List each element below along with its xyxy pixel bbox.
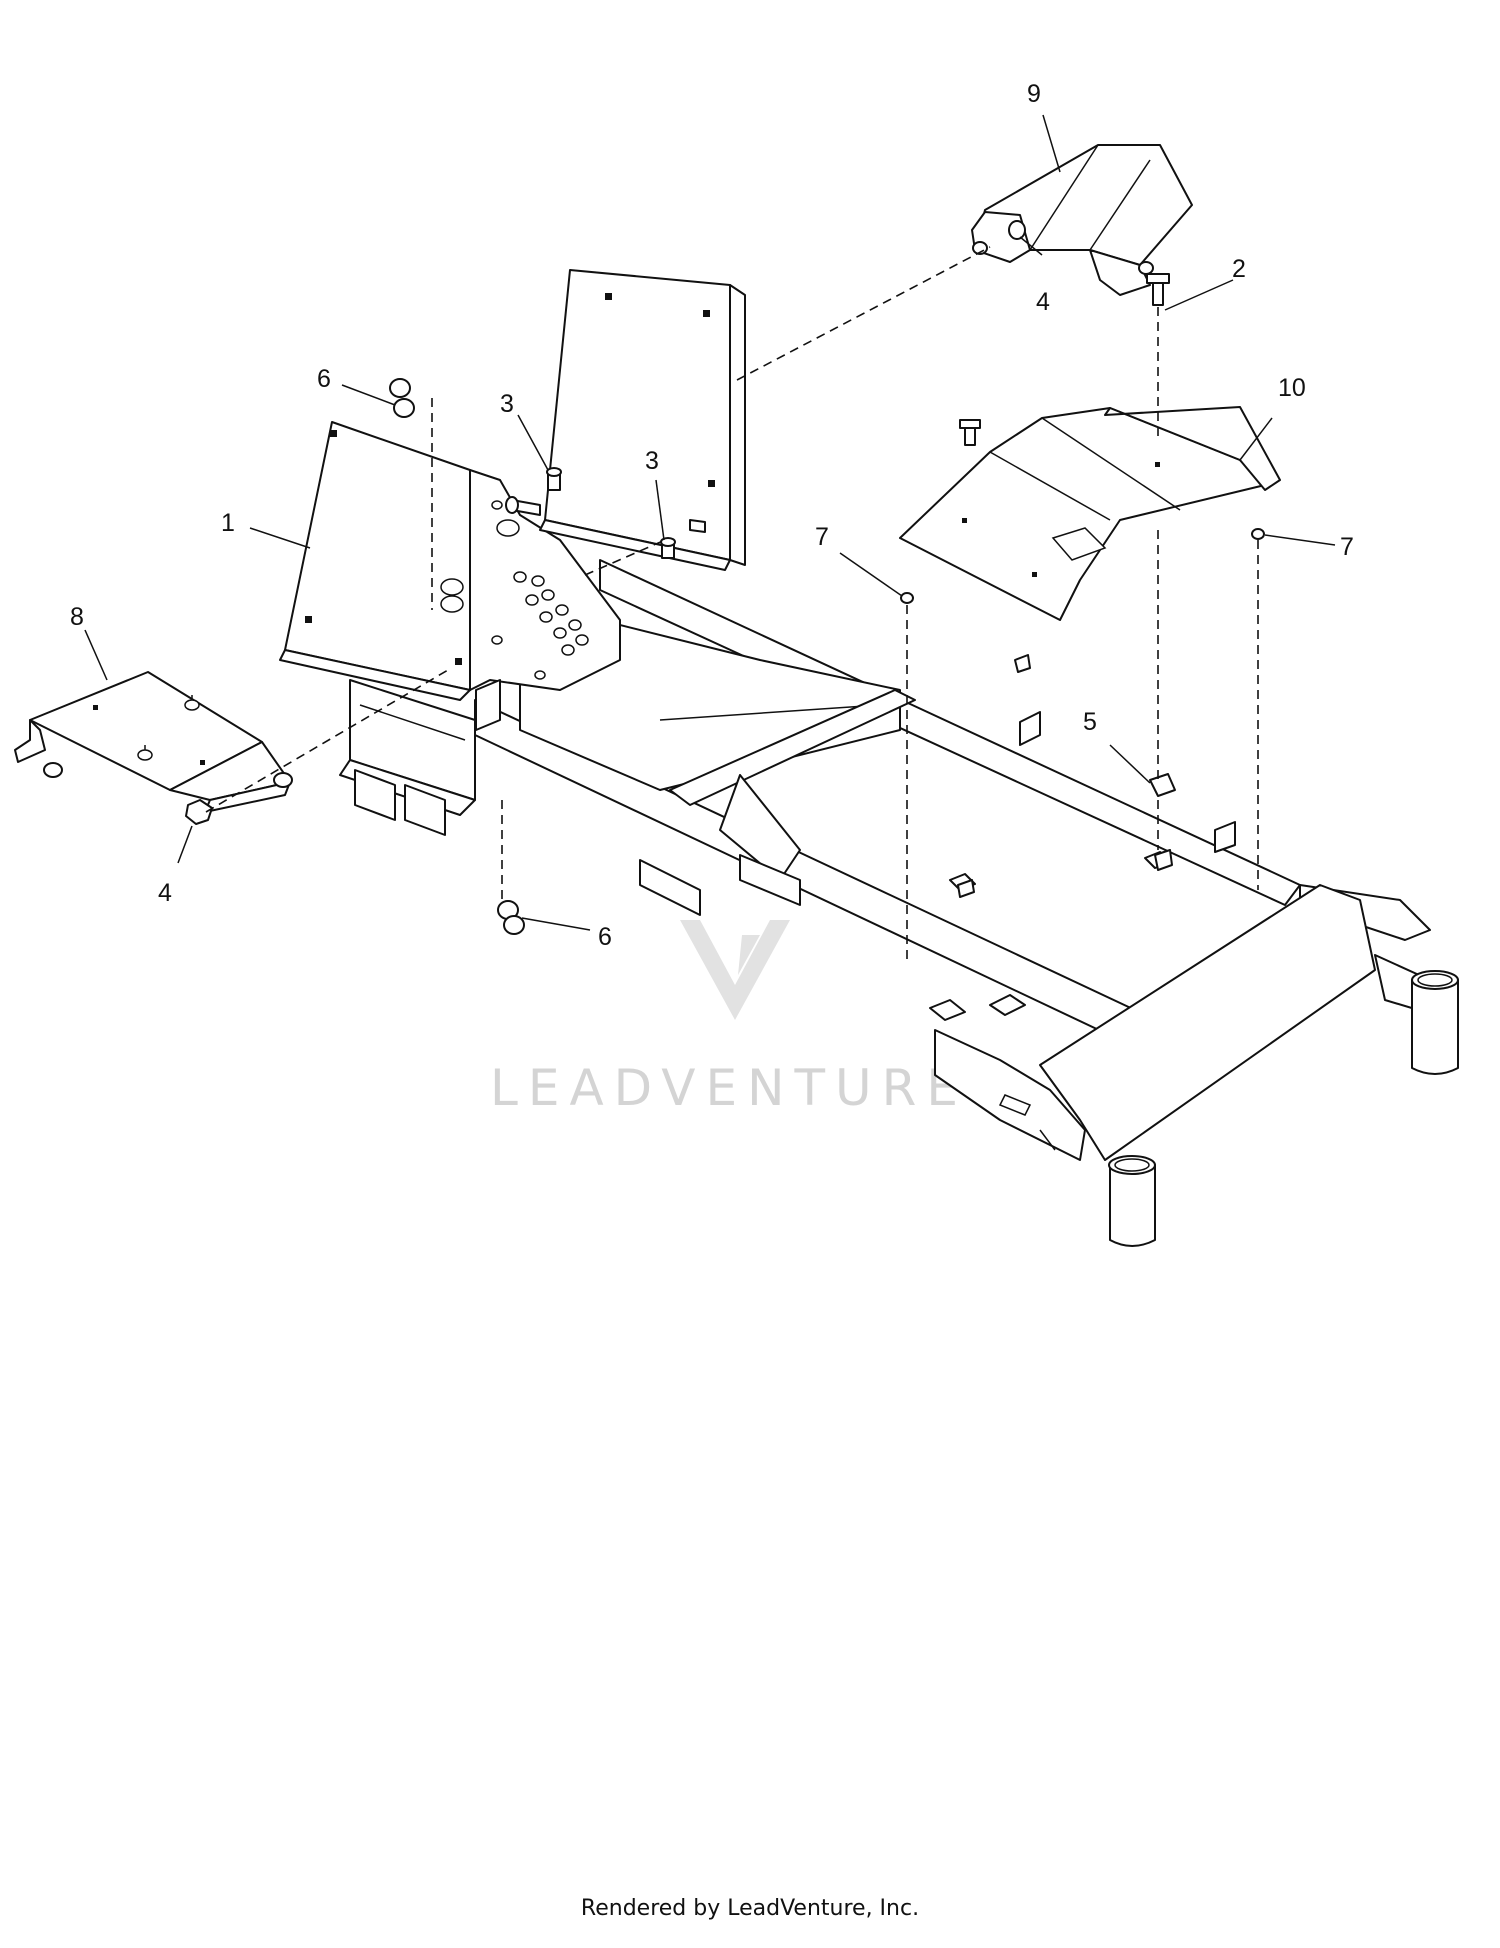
watermark: LEADVENTURE bbox=[490, 920, 968, 1117]
callout-10: 10 bbox=[1278, 374, 1306, 402]
callout-6a: 6 bbox=[317, 365, 331, 393]
callout-3b: 3 bbox=[645, 447, 659, 475]
footer-credit: Rendered by LeadVenture, Inc. bbox=[580, 1896, 920, 1921]
fasteners bbox=[185, 273, 1265, 935]
part-1-side-panel bbox=[279, 421, 621, 731]
leader-lines bbox=[84, 114, 1336, 931]
watermark-text: LEADVENTURE bbox=[490, 1059, 968, 1117]
callout-2: 2 bbox=[1232, 255, 1246, 283]
callouts: 1 2 3 3 4 4 5 6 6 7 7 8 9 10 bbox=[70, 80, 1354, 951]
part-9-cover bbox=[971, 144, 1193, 296]
part-8-cover bbox=[14, 671, 293, 813]
callout-4a: 4 bbox=[1036, 288, 1050, 316]
callout-3a: 3 bbox=[500, 390, 514, 418]
callout-7b: 7 bbox=[1340, 533, 1354, 561]
assembly-lines bbox=[205, 246, 1259, 965]
watermark-logo bbox=[680, 920, 790, 1020]
callout-8: 8 bbox=[70, 603, 84, 631]
callout-9: 9 bbox=[1027, 80, 1041, 108]
part-10-cover bbox=[899, 406, 1281, 621]
seat-support-panel bbox=[505, 269, 746, 571]
callout-1: 1 bbox=[221, 509, 235, 537]
callout-7a: 7 bbox=[815, 523, 829, 551]
front-hitch bbox=[339, 679, 476, 836]
mower-frame bbox=[474, 559, 1459, 1247]
callout-6b: 6 bbox=[598, 923, 612, 951]
callout-5: 5 bbox=[1083, 708, 1097, 736]
callout-4b: 4 bbox=[158, 879, 172, 907]
